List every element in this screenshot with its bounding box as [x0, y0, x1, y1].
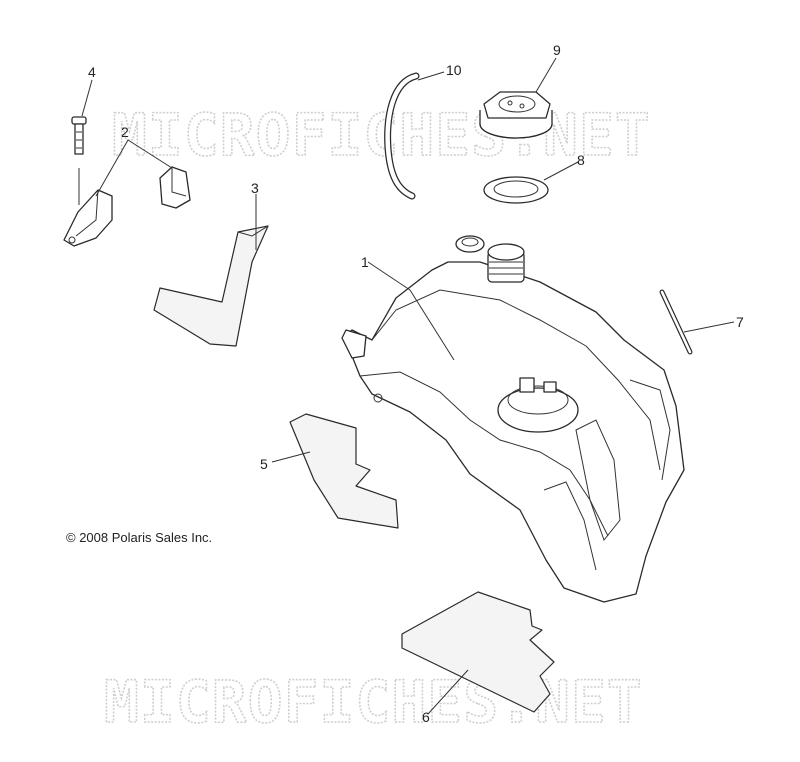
foam-pad-bottom-part [401, 591, 555, 713]
fuel-cap-part [479, 91, 553, 139]
callout-7: 7 [736, 314, 744, 330]
hose-part [384, 72, 420, 200]
callout-1: 1 [361, 254, 369, 270]
callout-8: 8 [577, 152, 585, 168]
bolt-part [71, 116, 87, 205]
copyright-notice: © 2008 Polaris Sales Inc. [66, 530, 212, 545]
vent-tube-part [659, 289, 693, 355]
callout-9: 9 [553, 42, 561, 58]
callout-4: 4 [88, 64, 96, 80]
bracket-part [63, 166, 191, 247]
gasket-ring-part [483, 176, 549, 204]
callout-10: 10 [446, 62, 462, 78]
fuel-tank-part [341, 235, 685, 603]
foam-pad-part [289, 413, 399, 529]
callout-3: 3 [251, 180, 259, 196]
leader-lines [81, 57, 735, 715]
pad-l-part [153, 225, 269, 347]
callout-5: 5 [260, 456, 268, 472]
watermark-top: MICROFICHES.NET [112, 101, 651, 169]
callout-6: 6 [422, 709, 430, 725]
watermark-bottom: MICROFICHES.NET [104, 668, 643, 736]
callout-2: 2 [121, 124, 129, 140]
